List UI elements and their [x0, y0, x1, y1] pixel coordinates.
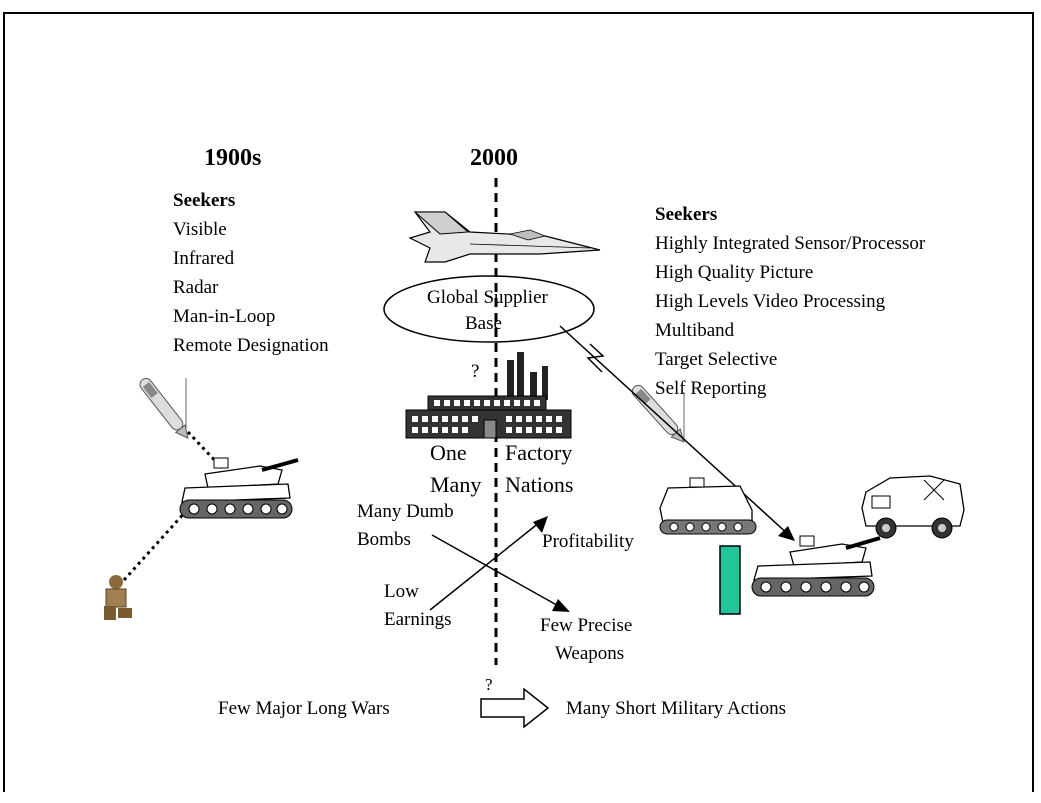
era-2000-heading: 2000 — [470, 145, 518, 171]
right-tank-icon — [751, 535, 881, 597]
earnings-label: Earnings — [384, 609, 452, 630]
right-seeker-item: Self Reporting — [655, 378, 767, 399]
left-seekers-list: Seekers Visible Infrared Radar Man-in-Lo… — [173, 186, 329, 360]
factory-icon — [405, 352, 572, 439]
right-seeker-item: Multiband — [655, 320, 735, 341]
left-seeker-item: Man-in-Loop — [173, 306, 276, 327]
stealth-aircraft-icon — [408, 211, 601, 263]
transition-question-mark: ? — [485, 675, 493, 694]
right-seeker-item: High Levels Video Processing — [655, 291, 886, 312]
left-seeker-item: Infrared — [173, 248, 235, 269]
right-seeker-item: Target Selective — [655, 349, 778, 370]
left-seeker-item: Remote Designation — [173, 335, 329, 356]
factory-nations-label: Nations — [505, 472, 574, 497]
decline-arrow — [431, 534, 563, 609]
factory-one-label: One — [430, 440, 467, 465]
right-seeker-item: High Quality Picture — [655, 262, 814, 283]
bombs-label: Bombs — [357, 529, 411, 550]
right-seekers-title: Seekers — [655, 204, 718, 225]
factory-question-mark: ? — [471, 361, 480, 382]
right-seeker-item: Highly Integrated Sensor/Processor — [655, 233, 926, 254]
left-seeker-item: Radar — [173, 277, 219, 298]
global-supplier-ellipse — [383, 275, 595, 343]
apc-icon — [659, 477, 757, 535]
designation-line-upper — [186, 430, 224, 470]
transition-to-label: Many Short Military Actions — [566, 698, 787, 719]
many-dumb-label: Many Dumb — [357, 501, 454, 522]
left-seekers-title: Seekers — [173, 190, 236, 211]
left-tank-icon — [179, 457, 299, 519]
transition-arrow — [480, 687, 550, 729]
humvee-icon — [861, 475, 965, 539]
supply-arrow — [559, 325, 791, 537]
era-1900s-heading: 1900s — [204, 145, 262, 171]
green-bar — [719, 545, 741, 615]
few-precise-label: Few Precise — [540, 615, 633, 636]
right-seekers-list: Seekers Highly Integrated Sensor/Process… — [655, 200, 925, 403]
lightning-icon — [586, 343, 605, 373]
factory-factory-label: Factory — [505, 440, 573, 465]
soldier-icon — [104, 575, 132, 620]
factory-many-label: Many — [430, 472, 482, 497]
slide-frame — [3, 12, 1034, 792]
left-missile-icon — [139, 378, 189, 439]
supplier-label-line1: Global Supplier — [427, 287, 548, 308]
left-seeker-item: Visible — [173, 219, 227, 240]
supplier-label-line2: Base — [465, 313, 502, 334]
weapons-label: Weapons — [555, 643, 625, 664]
low-label: Low — [384, 581, 419, 602]
transition-from-label: Few Major Long Wars — [218, 698, 390, 719]
rise-arrow — [429, 521, 541, 611]
profitability-label: Profitability — [542, 531, 634, 552]
